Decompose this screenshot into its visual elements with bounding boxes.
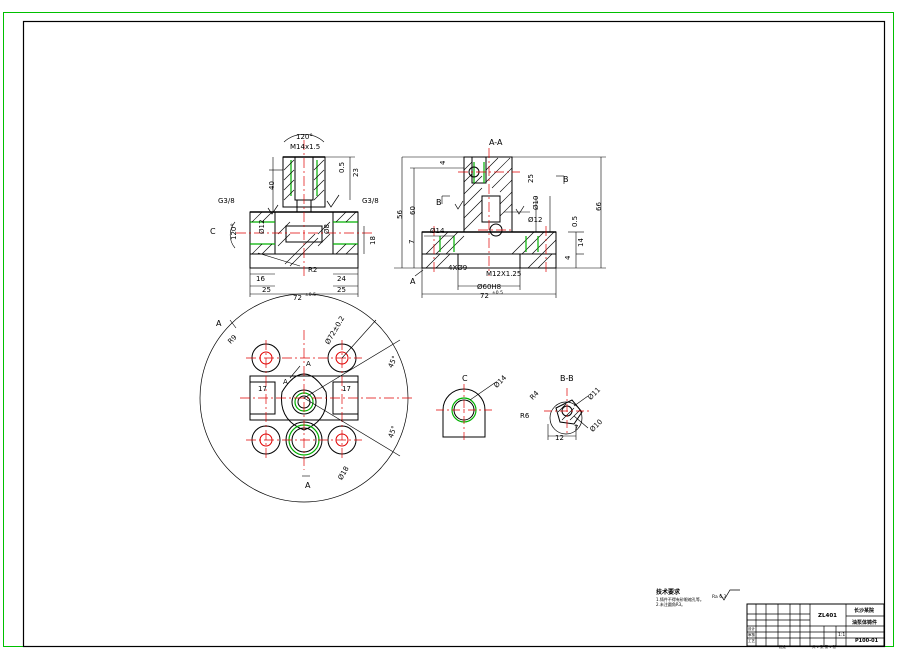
dim-17-left-label: 17	[258, 385, 267, 393]
section-aa-view	[394, 148, 606, 298]
notes-title: 技术要求	[656, 588, 681, 596]
notes-item-1: 1.铸件不得有砂眼缩孔等。	[656, 596, 704, 602]
arrow-a-inner-label: A	[306, 360, 311, 368]
view-c-labels: C Ø14	[462, 373, 509, 389]
arrow-c-label: C	[210, 227, 216, 236]
school-name: 长沙某院	[854, 607, 874, 614]
bb-r6-label: R6	[520, 412, 530, 420]
approve-label: 批准	[779, 644, 787, 649]
designer-label: 设计	[748, 626, 756, 631]
dim-25-right-label: 25	[337, 286, 346, 294]
dim-d8-label: Ø8	[323, 224, 331, 234]
dim-4x9-label: 4XØ9	[448, 264, 467, 272]
angle-45a-label: 45°	[387, 355, 400, 370]
view-c	[436, 381, 497, 442]
section-bb-view	[544, 388, 592, 440]
dim-14-label: 14	[577, 238, 585, 247]
dim-7-label: 7	[408, 240, 416, 244]
dim-r9-label: R9	[226, 333, 238, 345]
checker-label: 审核	[748, 632, 756, 637]
inner-frame	[22, 20, 886, 648]
dim-16-label: 16	[256, 275, 265, 283]
top-view-labels: Ø72±0.2 R9 17 17 45° 45° Ø18 A A A A	[216, 315, 399, 490]
dim-24-label: 24	[337, 275, 346, 283]
arrow-a-top-label: A	[216, 319, 222, 328]
dim-72-tol-label: ±0.5	[492, 290, 503, 296]
dim-25-left-label: 25	[262, 286, 271, 294]
dim-4b-label: 4	[564, 255, 572, 260]
dim-23-label: 23	[352, 168, 360, 177]
top-view	[199, 293, 412, 503]
arrow-b-left-label: B	[436, 198, 442, 207]
dim-18-label: 18	[369, 236, 377, 245]
dim-d72-label: Ø72±0.2	[324, 315, 347, 346]
angle-45b-label: 45°	[387, 425, 399, 439]
section-aa-labels: A-A 4 25 56 60 66 Ø10 Ø12 0.5 14 4 7 Ø14…	[396, 138, 603, 300]
title-block-text: ZL401 长沙某院 油泵体铸件 P100-01 1:1 共 1 张 第 1 张…	[748, 607, 879, 649]
front-view	[229, 134, 372, 297]
dim-m12-label: M12X1.25	[486, 270, 521, 278]
roughness-symbol-icon	[719, 589, 740, 601]
roughness-symbol-label: Ra 6.3	[712, 594, 727, 600]
bb-12-label: 12	[555, 434, 564, 442]
pipe-left-label: G3/8	[218, 197, 235, 205]
dim-4-label: 4	[439, 160, 447, 165]
dim-72-tol-label: ±0.5	[305, 292, 316, 298]
section-bb-title: B-B	[560, 374, 574, 383]
thread-top-label: M14x1.5	[290, 143, 320, 151]
title-block	[746, 603, 885, 647]
angle-top-label: 120°	[296, 133, 313, 141]
arrow-a-inner2-label: A	[283, 378, 288, 386]
bb-r4-label: R4	[528, 389, 541, 402]
technical-notes: 技术要求 1.铸件不得有砂眼缩孔等。 2.未注圆角R3。 Ra 6.3	[656, 588, 740, 607]
view-c-d14-label: Ø14	[492, 373, 508, 389]
notes-item-2: 2.未注圆角R3。	[656, 601, 685, 607]
arrow-b-right-label: B	[563, 175, 569, 184]
dim-d12-label: Ø12	[258, 220, 266, 234]
scale-value: 1:1	[838, 632, 845, 638]
view-c-title: C	[462, 374, 468, 383]
dim-25-label: 25	[527, 174, 535, 183]
dim-d12-label: Ø12	[528, 216, 542, 224]
pipe-right-label: G3/8	[362, 197, 379, 205]
dim-66-label: 66	[595, 202, 603, 211]
dim-d18-label: Ø18	[337, 465, 351, 481]
dim-17-right-label: 17	[342, 385, 351, 393]
bb-7-label: 7	[574, 424, 578, 432]
dim-d10-label: Ø10	[532, 196, 540, 210]
section-aa-title: A-A	[489, 138, 503, 147]
dim-05-label: 0.5	[571, 216, 579, 227]
part-code: ZL401	[818, 613, 837, 619]
sheet-count: 共 1 张 第 1 张	[812, 644, 837, 649]
front-view-labels: 120° M14x1.5 G3/8 G3/8 120° 40 23 0.5 18…	[210, 133, 379, 302]
dim-60-label: 60	[409, 206, 417, 215]
part-name: 油泵体铸件	[852, 619, 877, 626]
drawing-number: P100-01	[855, 638, 879, 644]
dim-d60h8-label: Ø60H8	[477, 283, 501, 291]
process-label: 工艺	[748, 638, 756, 643]
dim-72-label: 72	[293, 294, 302, 302]
dim-56-label: 56	[396, 210, 404, 219]
dim-05-label: 0.5	[338, 162, 346, 173]
dim-r2-label: R2	[308, 266, 317, 274]
dim-40-label: 40	[268, 181, 276, 190]
dim-72-label: 72	[480, 292, 489, 300]
arrow-a-bottom-label: A	[305, 481, 311, 490]
angle-left-label: 120°	[230, 223, 238, 240]
bb-d11-label: Ø11	[586, 386, 602, 402]
arrow-a-aa-label: A	[410, 277, 416, 286]
outer-frame	[3, 12, 894, 647]
bb-d10-label: Ø10	[588, 418, 604, 434]
dim-d14-label: Ø14	[430, 227, 445, 235]
